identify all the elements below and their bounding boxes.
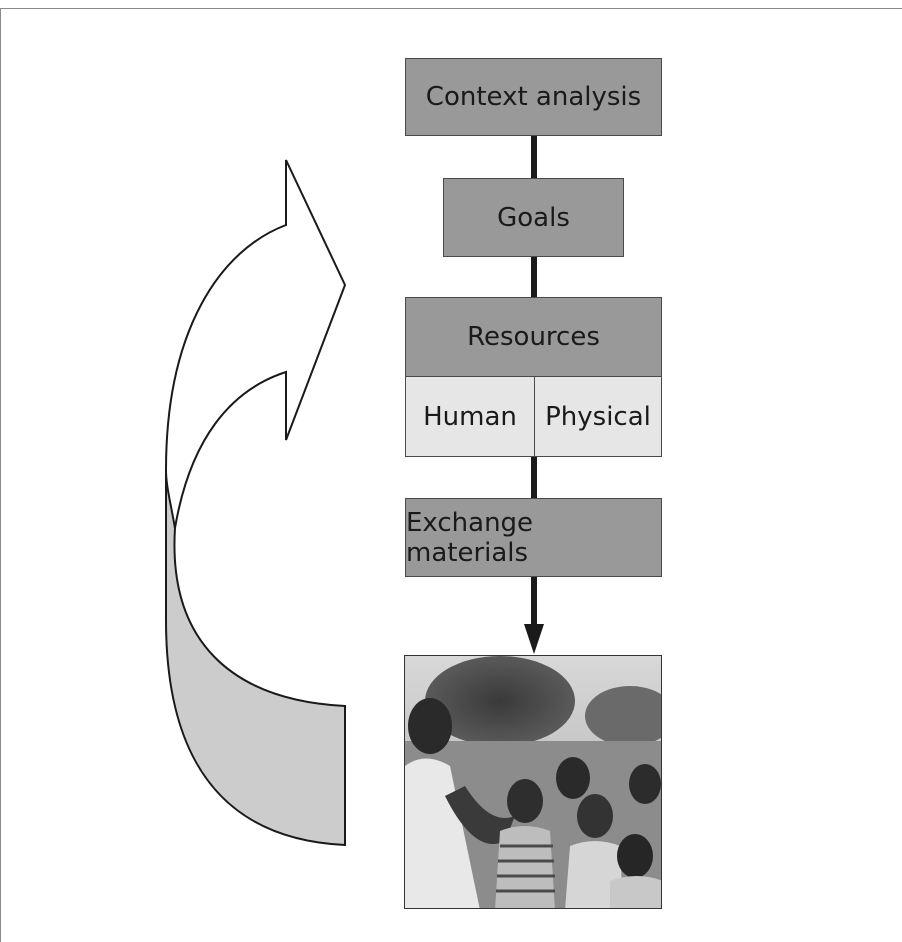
photo-tree-left bbox=[425, 656, 575, 746]
photo-child-5-head bbox=[617, 834, 653, 878]
step-resources: Resources bbox=[405, 297, 662, 377]
photo-child-1-stripes bbox=[496, 844, 555, 893]
photo-man-body bbox=[405, 758, 480, 908]
photo-illustration bbox=[405, 656, 661, 908]
photo-child-1-body bbox=[495, 826, 555, 908]
resources-physical: Physical bbox=[534, 376, 662, 457]
photo-tree-right bbox=[585, 686, 661, 746]
arrowhead-to-photo bbox=[524, 624, 544, 654]
man-with-children-photo bbox=[404, 655, 662, 909]
photo-child-3-head bbox=[577, 794, 613, 838]
step-exchange-materials-label: Exchange materials bbox=[406, 507, 534, 568]
photo-man-head bbox=[408, 698, 452, 754]
step-goals: Goals bbox=[443, 178, 624, 257]
resources-human: Human bbox=[405, 376, 535, 457]
photo-child-3-body bbox=[565, 841, 623, 908]
resources-physical-label: Physical bbox=[545, 401, 651, 432]
connector-goals-resources bbox=[531, 256, 537, 298]
photo-child-5-body bbox=[610, 876, 661, 908]
figure-frame bbox=[0, 8, 902, 942]
step-goals-label: Goals bbox=[497, 202, 570, 233]
connector-resources-exchange bbox=[531, 456, 537, 499]
connector-context-goals bbox=[531, 135, 537, 179]
resources-human-label: Human bbox=[423, 401, 517, 432]
photo-child-1-head bbox=[507, 779, 543, 823]
connector-exchange-photo bbox=[531, 576, 537, 626]
photo-man-arm bbox=[445, 786, 515, 844]
photo-child-2-head bbox=[556, 757, 590, 799]
step-resources-label: Resources bbox=[467, 322, 600, 352]
photo-child-4-head bbox=[629, 764, 661, 804]
step-exchange-materials: Exchange materials bbox=[405, 498, 662, 577]
step-context-analysis: Context analysis bbox=[405, 58, 662, 136]
curved-arrow-band-lower bbox=[165, 469, 346, 847]
step-context-analysis-label: Context analysis bbox=[425, 82, 642, 112]
curved-arrow-band-upper bbox=[164, 159, 347, 529]
